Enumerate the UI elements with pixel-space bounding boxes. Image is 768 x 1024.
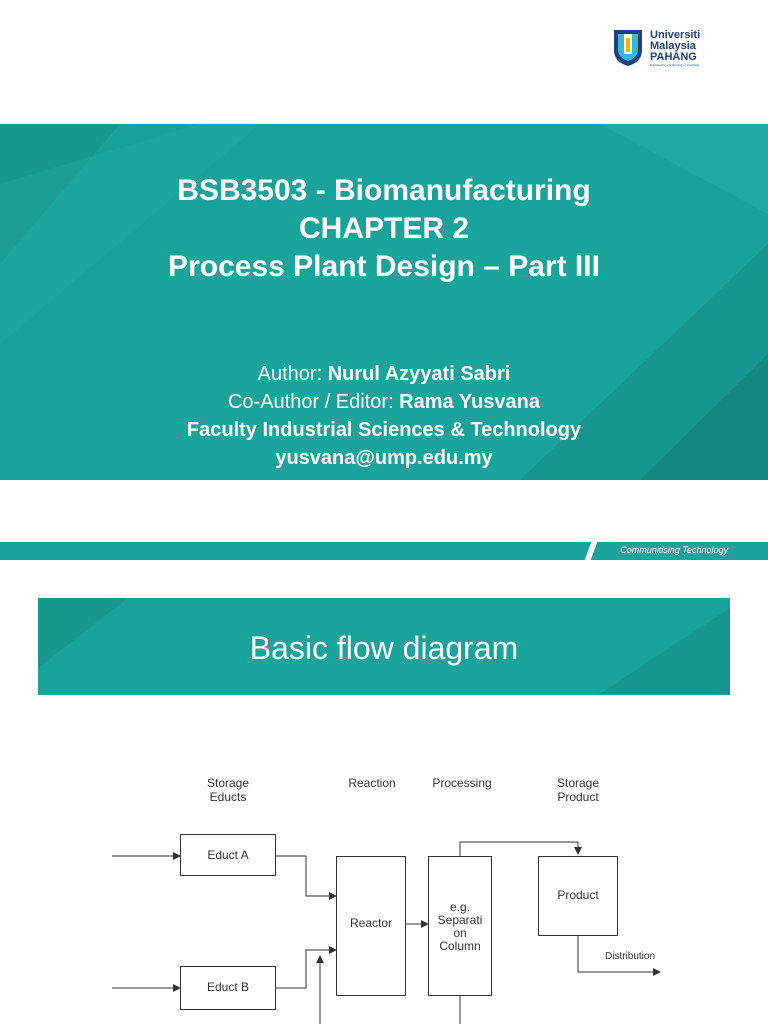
distribution-label: Distribution xyxy=(604,951,656,962)
coauthor-line: Co-Author / Editor: Rama Yusvana xyxy=(0,388,768,416)
author-name: Nurul Azyyati Sabri xyxy=(327,363,511,385)
slide2-header: Basic flow diagram xyxy=(38,598,730,695)
footer-tagline: Communitising Technology xyxy=(620,545,728,555)
separation-line-2: Separati xyxy=(437,913,483,927)
column-label-processing: Processing xyxy=(432,776,492,790)
label-storage-2: Storage xyxy=(556,776,600,790)
section-title: Process Plant Design – Part III xyxy=(168,250,600,283)
banner-pattern xyxy=(0,124,768,480)
author-line: Author: Nurul Azyyati Sabri xyxy=(0,360,768,388)
faculty-line: Faculty Industrial Sciences & Technology xyxy=(186,419,582,441)
title-banner: BSB3503 - Biomanufacturing CHAPTER 2 Pro… xyxy=(0,124,768,480)
column-label-storage-product: Storage Product xyxy=(546,776,610,804)
footer-divider xyxy=(584,542,598,560)
flow-diagram: Storage Educts Reaction Processing Stora… xyxy=(0,760,768,1024)
logo-tagline: Engineering • Technology • Creativity xyxy=(650,62,700,67)
separation-line-1: e.g. xyxy=(449,900,470,914)
logo-line-1: Universiti xyxy=(650,28,701,41)
title-slide: Universiti Malaysia PAHANG Engineering •… xyxy=(0,26,768,480)
reactor-box: Reactor xyxy=(336,856,406,996)
coauthor-label: Co-Author / Editor: xyxy=(227,391,400,413)
course-title: BSB3503 - Biomanufacturing xyxy=(177,174,591,207)
author-label: Author: xyxy=(257,363,328,385)
separation-column-box: e.g. Separati on Column xyxy=(428,856,492,996)
title-block: BSB3503 - Biomanufacturing CHAPTER 2 Pro… xyxy=(0,172,768,286)
footer-bar: Communitising Technology xyxy=(0,542,768,560)
educt-a-box: Educt A xyxy=(180,834,276,876)
label-storage-1: Storage xyxy=(206,776,250,790)
label-educts: Educts xyxy=(209,790,247,804)
slide2-title: Basic flow diagram xyxy=(249,630,519,666)
separation-label: e.g. Separati on Column xyxy=(429,901,491,953)
educt-b-label: Educt B xyxy=(206,980,250,994)
label-product: Product xyxy=(557,790,599,804)
separation-line-3: on xyxy=(453,926,467,940)
product-box: Product xyxy=(538,856,618,936)
shield-icon xyxy=(614,30,642,66)
arrow-educt-a-to-reactor xyxy=(276,855,337,900)
educt-a-label: Educt A xyxy=(207,848,249,862)
separation-line-4: Column xyxy=(439,939,481,953)
logo-line-3: PAHANG xyxy=(650,50,697,63)
logo-line-2: Malaysia xyxy=(650,39,696,52)
arrow-column-to-product xyxy=(459,841,582,856)
column-label-storage-educts: Storage Educts xyxy=(196,776,260,804)
arrow-educt-b-to-reactor xyxy=(276,946,337,989)
educt-b-box: Educt B xyxy=(180,966,276,1010)
email-line: yusvana@ump.edu.my xyxy=(275,447,493,469)
university-logo: Universiti Malaysia PAHANG Engineering •… xyxy=(612,26,732,70)
coauthor-name: Rama Yusvana xyxy=(399,391,541,413)
reactor-label: Reactor xyxy=(349,916,393,930)
product-label: Product xyxy=(557,888,599,902)
arrow-distribution xyxy=(577,936,661,976)
author-block: Author: Nurul Azyyati Sabri Co-Author / … xyxy=(0,360,768,472)
column-label-reaction: Reaction xyxy=(348,776,396,790)
flow-connectors xyxy=(112,841,661,1024)
chapter-title: CHAPTER 2 xyxy=(298,212,470,245)
header-pattern xyxy=(38,598,730,695)
